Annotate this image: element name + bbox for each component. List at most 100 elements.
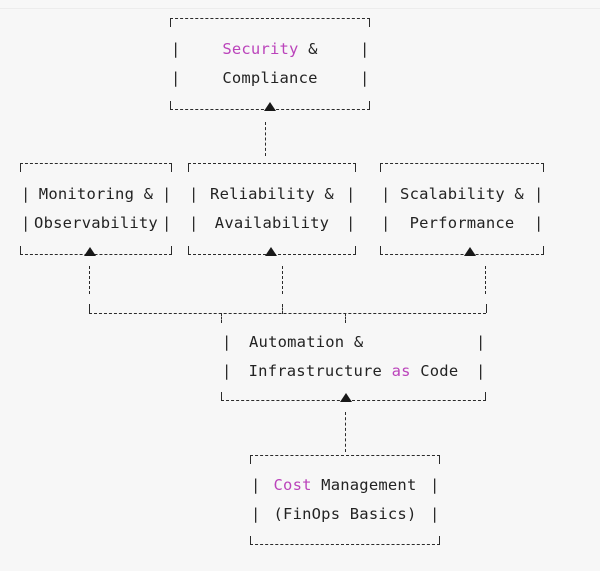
corner-bottom-left [221, 392, 229, 401]
bus-elbow-left [89, 304, 97, 313]
node-border-top [250, 455, 440, 456]
plain-token: Management [311, 475, 417, 494]
keyword-token: Cost [273, 475, 312, 494]
corner-top-left [20, 163, 28, 172]
arrowhead-up [265, 247, 277, 256]
node-text-row: | Performance | [380, 209, 544, 238]
pipe-left: | [21, 184, 31, 203]
corner-bottom-right [432, 536, 440, 545]
corner-bottom-left [188, 246, 196, 255]
corner-bottom-left [170, 101, 178, 110]
node-text-row: | Availability | [188, 209, 356, 238]
node-label-line2: (FinOps Basics) [273, 504, 417, 523]
arrowhead-up [84, 247, 96, 256]
pipe-left: | [189, 213, 199, 232]
node-reliability-availability[interactable]: | Reliability & | | Availability | [188, 163, 356, 256]
pipe-left: | [222, 361, 232, 380]
node-cost-management[interactable]: | Cost Management | | (FinOps Basics) | [250, 455, 440, 545]
node-border-top [188, 163, 356, 164]
node-border-top [170, 18, 370, 19]
edge-security-to-reliability [265, 122, 266, 156]
node-label-line2: Infrastructure as Code [231, 361, 476, 380]
node-text-row: | Cost Management | [250, 471, 440, 500]
node-border-top [20, 163, 172, 164]
edge-monitoring-drop [89, 266, 90, 294]
node-text-rows: | Reliability & | | Availability | [188, 163, 356, 255]
node-label-line1: Scalability & [400, 184, 524, 203]
pipe-right: | [534, 213, 544, 232]
node-border-bottom [380, 254, 544, 255]
node-label-line2: Availability [214, 213, 330, 232]
pipe-left: | [381, 184, 391, 203]
corner-bottom-right [362, 101, 370, 110]
pipe-left: | [381, 213, 391, 232]
node-label-line1: Cost Management [260, 475, 430, 494]
node-scalability-performance[interactable]: | Scalability & | | Performance | [380, 163, 544, 256]
node-label-line2: Observability [34, 213, 158, 232]
node-text-row: | Scalability & | [380, 180, 544, 209]
edge-reliability-drop [282, 266, 283, 294]
pipe-left: | [21, 213, 31, 232]
pipe-right: | [162, 213, 172, 232]
edge-automation-to-cost [345, 412, 346, 452]
node-border-top [380, 163, 544, 164]
node-label-line1: Reliability & [210, 184, 334, 203]
corner-top-right [536, 163, 544, 172]
plain-token: & [298, 39, 318, 58]
node-border-bottom [20, 254, 172, 255]
corner-bottom-right [536, 246, 544, 255]
node-text-row: | Compliance | [170, 64, 370, 93]
node-text-row: | Security & | [170, 35, 370, 64]
pipe-right: | [360, 68, 370, 87]
corner-top-left [380, 163, 388, 172]
pipe-right: | [476, 332, 486, 351]
bus-stub-automation-left [221, 313, 222, 323]
corner-top-left [250, 455, 258, 464]
pipe-right: | [476, 361, 486, 380]
pipe-right: | [162, 184, 172, 203]
corner-top-left [188, 163, 196, 172]
corner-bottom-right [478, 392, 486, 401]
node-text-rows: | Security & | | Compliance | [170, 18, 370, 110]
bus-horizontal [89, 313, 486, 314]
node-security-compliance[interactable]: | Security & | | Compliance | [170, 18, 370, 111]
node-text-row: | Monitoring & | [20, 180, 172, 209]
node-text-row: | Observability | [20, 209, 172, 238]
bus-stub-center-right [345, 313, 346, 323]
pipe-right: | [360, 39, 370, 58]
node-text-rows: | Cost Management | | (FinOps Basics) | [250, 455, 440, 545]
pipe-left: | [189, 184, 199, 203]
node-automation-iac[interactable]: | Automation & | | Infrastructure as Cod… [221, 313, 486, 402]
plain-token: Infrastructure [248, 361, 392, 380]
node-label-line1: Automation & [249, 332, 364, 351]
node-label-line2: Compliance [222, 68, 318, 87]
node-label-line2: Performance [409, 213, 515, 232]
pipe-left: | [251, 475, 261, 494]
pipe-left: | [222, 332, 232, 351]
corner-bottom-left [380, 246, 388, 255]
plain-token: Code [410, 361, 459, 380]
node-text-rows: | Scalability & | | Performance | [380, 163, 544, 255]
keyword-token: as [391, 361, 411, 380]
top-divider [0, 8, 600, 9]
corner-bottom-right [164, 246, 172, 255]
pipe-right: | [346, 184, 356, 203]
corner-top-right [432, 455, 440, 464]
pipe-right: | [346, 213, 356, 232]
node-monitoring-observability[interactable]: | Monitoring & | | Observability | [20, 163, 172, 256]
corner-bottom-right [348, 246, 356, 255]
corner-top-left [170, 18, 178, 27]
corner-top-right [348, 163, 356, 172]
node-border-bottom [221, 400, 486, 401]
bus-stub-center-left [282, 304, 283, 314]
pipe-right: | [534, 184, 544, 203]
pipe-left: | [171, 68, 181, 87]
pipe-left: | [171, 39, 181, 58]
corner-top-right [164, 163, 172, 172]
node-text-rows: | Monitoring & | | Observability | [20, 163, 172, 255]
arrowhead-up [464, 247, 476, 256]
bus-elbow-right [479, 304, 487, 313]
node-label-line1: Monitoring & [38, 184, 154, 203]
corner-bottom-left [250, 536, 258, 545]
